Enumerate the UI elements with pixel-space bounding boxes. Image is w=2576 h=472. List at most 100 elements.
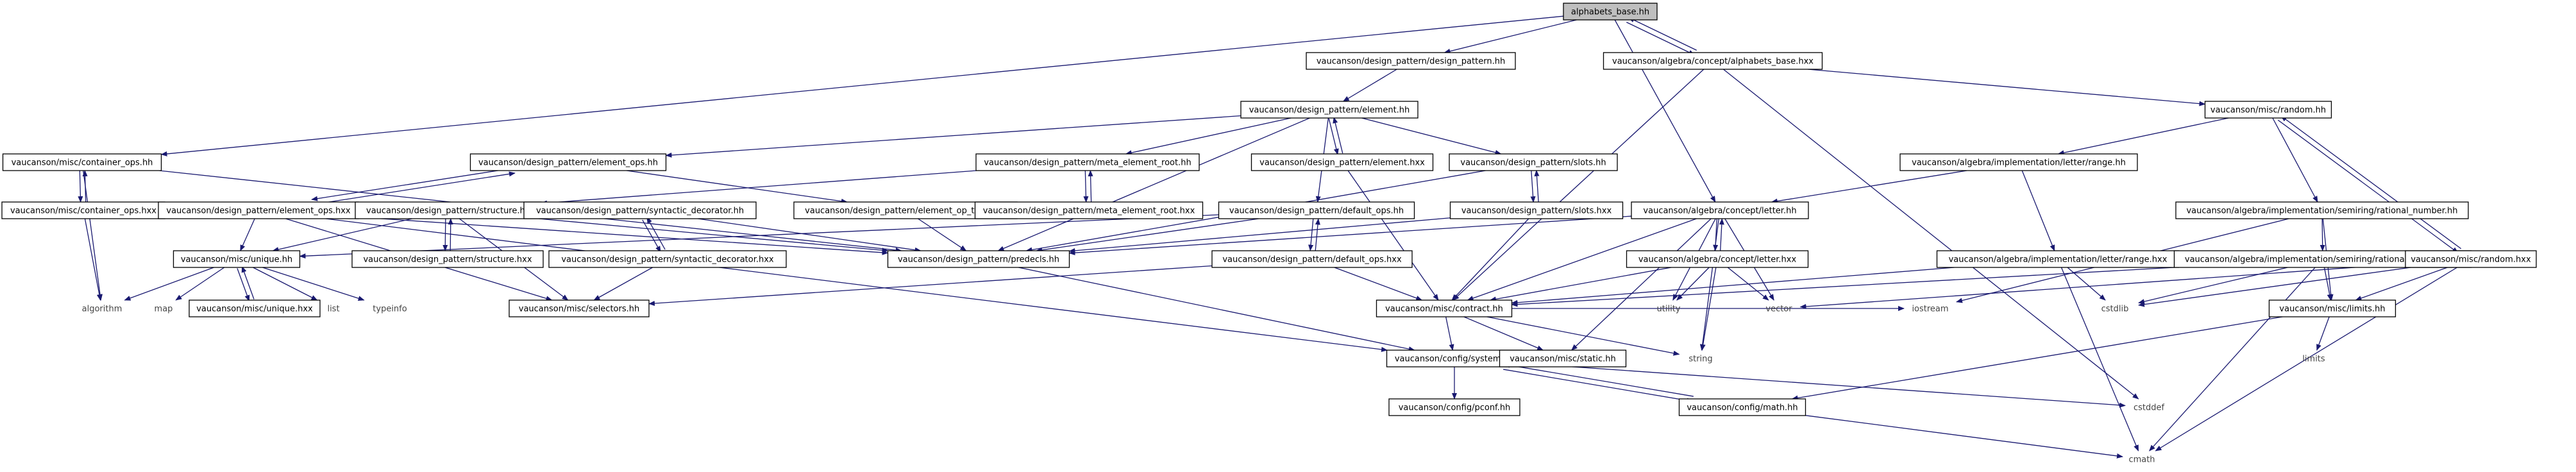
edge-line	[84, 218, 102, 301]
edge-dp-syntactic-decorator-hxx-to-dp-syntactic-decorator-hh	[646, 217, 666, 250]
node-label: vaucanson/misc/unique.hxx	[196, 305, 313, 314]
edge-line	[442, 218, 448, 251]
node-config-math-hh[interactable]: vaucanson/config/math.hh	[1678, 398, 1806, 416]
node-label: cmath	[2128, 455, 2155, 465]
node-box	[1376, 299, 1513, 317]
node-alg-concept-letter-hxx[interactable]: vaucanson/algebra/concept/letter.hxx	[1626, 250, 1809, 268]
node-misc-random-hxx[interactable]: vaucanson/misc/random.hxx	[2405, 250, 2537, 268]
node-dp-structure-hxx[interactable]: vaucanson/design_pattern/structure.hxx	[351, 250, 544, 268]
edge-dp-default-ops-hxx-to-misc-contract-hh	[1334, 267, 1423, 301]
node-dp-syntactic-decorator-hxx[interactable]: vaucanson/design_pattern/syntactic_decor…	[548, 250, 787, 268]
node-dp-element-ops-hh[interactable]: vaucanson/design_pattern/element_ops.hh	[469, 153, 667, 171]
edge-alg-impl-letter-range-hh-to-alg-concept-letter-hh	[1771, 170, 1967, 204]
edge-misc-random-hh-to-alg-impl-letter-range-hh	[2057, 117, 2229, 156]
node-cmath: cmath	[2128, 455, 2155, 465]
edge-line	[1463, 316, 1544, 351]
edge-alg-concept-letter-hxx-to-alg-concept-letter-hh	[1719, 218, 1724, 251]
node-misc-container-ops-hh[interactable]: vaucanson/misc/container_ops.hh	[2, 153, 162, 171]
node-label: vaucanson/misc/contract.hh	[1385, 305, 1503, 314]
edge-dp-element-hh-to-dp-element-ops-hh	[665, 115, 1242, 158]
node-label: vaucanson/design_pattern/meta_element_ro…	[984, 158, 1191, 168]
edge-dp-element-ops-hh-to-dp-element-op-traits-hh	[627, 170, 848, 204]
node-dp-syntactic-decorator-hh[interactable]: vaucanson/design_pattern/syntactic_decor…	[523, 201, 757, 219]
node-limits: limits	[2302, 355, 2325, 364]
edge-line	[918, 218, 967, 251]
edge-dp-default-ops-hxx-to-misc-selectors-hh	[648, 265, 1213, 307]
node-dp-structure-hh[interactable]: vaucanson/design_pattern/structure.hh	[355, 201, 542, 219]
edge-line	[237, 268, 250, 302]
edge-dp-slots-hh-to-dp-slots-hxx	[1530, 171, 1536, 203]
edge-line	[312, 171, 516, 205]
edge-line	[1068, 217, 1451, 253]
edge-line	[1571, 218, 1712, 351]
edge-alg-concept-letter-hxx-to-misc-contract-hh	[1489, 267, 1672, 302]
node-box	[1899, 153, 2138, 171]
edge-line	[262, 267, 365, 301]
edge-dp-default-ops-hh-to-misc-unique-hh	[299, 214, 1219, 259]
node-misc-unique-hh[interactable]: vaucanson/misc/unique.hh	[173, 250, 301, 268]
node-alg-concept-alphabets-base-hxx[interactable]: vaucanson/algebra/concept/alphabets_base…	[1603, 52, 1823, 70]
edge-misc-random-hxx-to-misc-limits-hh	[2355, 267, 2448, 301]
node-label: alphabets_base.hh	[1571, 8, 1649, 17]
node-dp-design-pattern-hh[interactable]: vaucanson/design_pattern/design_pattern.…	[1306, 52, 1516, 70]
node-alg-concept-letter-hh[interactable]: vaucanson/algebra/concept/letter.hh	[1631, 201, 1809, 219]
node-label: vaucanson/algebra/concept/letter.hxx	[1638, 255, 1797, 265]
node-box	[975, 153, 1200, 171]
node-dp-default-ops-hxx[interactable]: vaucanson/design_pattern/default_ops.hxx	[1211, 250, 1413, 268]
node-misc-contract-hh[interactable]: vaucanson/misc/contract.hh	[1376, 299, 1513, 317]
node-alg-impl-letter-range-hh[interactable]: vaucanson/algebra/implementation/letter/…	[1899, 153, 2138, 171]
edge-line	[175, 267, 225, 301]
edge-line	[1451, 218, 1529, 301]
edge-line	[1333, 117, 1343, 154]
edge-dp-default-ops-hxx-to-dp-default-ops-hh	[1315, 218, 1320, 251]
edge-line	[1626, 22, 1696, 56]
edge-line	[1328, 118, 1339, 155]
node-misc-random-hh[interactable]: vaucanson/misc/random.hh	[2204, 101, 2332, 119]
node-dp-meta-element-root-hh[interactable]: vaucanson/design_pattern/meta_element_ro…	[975, 153, 1200, 171]
node-label: vaucanson/design_pattern/slots.hh	[1460, 158, 1606, 168]
edge-line	[1088, 169, 1093, 202]
edge-line	[1444, 19, 1577, 54]
edge-line	[1522, 362, 2126, 408]
node-dp-element-ops-hxx[interactable]: vaucanson/design_pattern/element_ops.hxx	[158, 201, 359, 219]
edge-misc-container-ops-hxx-to-algorithm	[84, 218, 102, 301]
node-label: vaucanson/misc/container_ops.hxx	[10, 206, 156, 216]
node-misc-limits-hh[interactable]: vaucanson/misc/limits.hh	[2268, 299, 2396, 317]
edge-line	[1719, 218, 1724, 251]
node-box	[1449, 153, 1618, 171]
edge-line	[241, 266, 255, 299]
edge-dp-element-ops-hh-to-dp-element-ops-hxx	[311, 167, 514, 201]
edge-line	[648, 265, 1213, 307]
node-label: vaucanson/design_pattern/slots.hxx	[1461, 206, 1612, 216]
node-alg-impl-rational-number-hh[interactable]: vaucanson/algebra/implementation/semirin…	[2175, 201, 2469, 219]
node-misc-selectors-hh[interactable]: vaucanson/misc/selectors.hh	[509, 299, 650, 317]
node-box	[2175, 201, 2469, 219]
edge-dp-element-hh-to-dp-element-hxx	[1328, 118, 1339, 155]
node-dp-element-hh[interactable]: vaucanson/design_pattern/element.hh	[1240, 101, 1418, 119]
node-dp-slots-hh[interactable]: vaucanson/design_pattern/slots.hh	[1449, 153, 1618, 171]
edge-line	[358, 216, 889, 255]
node-label: list	[327, 305, 339, 314]
node-dp-slots-hxx[interactable]: vaucanson/design_pattern/slots.hxx	[1449, 201, 1624, 219]
node-dp-default-ops-hh[interactable]: vaucanson/design_pattern/default_ops.hh	[1218, 201, 1415, 219]
edge-misc-random-hxx-to-cmath	[2155, 267, 2457, 451]
node-label: vaucanson/algebra/concept/alphabets_base…	[1612, 57, 1814, 67]
node-dp-element-hxx[interactable]: vaucanson/design_pattern/element.hxx	[1250, 153, 1434, 171]
edge-line	[593, 267, 653, 301]
node-label: vaucanson/misc/limits.hh	[2279, 305, 2385, 314]
node-config-pconf-hh[interactable]: vaucanson/config/pconf.hh	[1388, 398, 1520, 416]
node-alg-impl-letter-range-hxx[interactable]: vaucanson/algebra/implementation/letter/…	[1936, 250, 2180, 268]
edge-line	[1068, 215, 1632, 256]
edge-alg-concept-alphabets-base-hxx-to-alphabets-base-hh	[1628, 17, 1697, 51]
node-alphabets-base-hh[interactable]: alphabets_base.hh	[1563, 3, 1658, 21]
node-misc-unique-hxx[interactable]: vaucanson/misc/unique.hxx	[189, 299, 321, 317]
node-dp-predecls-hh[interactable]: vaucanson/design_pattern/predecls.hh	[887, 250, 1070, 268]
node-label: vaucanson/misc/container_ops.hh	[12, 158, 153, 168]
node-misc-container-ops-hxx[interactable]: vaucanson/misc/container_ops.hxx	[1, 201, 165, 219]
node-box	[2204, 101, 2332, 119]
node-misc-static-hh[interactable]: vaucanson/misc/static.hh	[1499, 350, 1627, 367]
edge-dp-element-hxx-to-dp-element-hh	[1333, 117, 1343, 154]
node-dp-meta-element-root-hxx[interactable]: vaucanson/design_pattern/meta_element_ro…	[974, 201, 1204, 219]
edge-alg-concept-alphabets-base-hxx-to-misc-contract-hh	[1452, 69, 1705, 301]
edge-line	[1486, 316, 1680, 356]
